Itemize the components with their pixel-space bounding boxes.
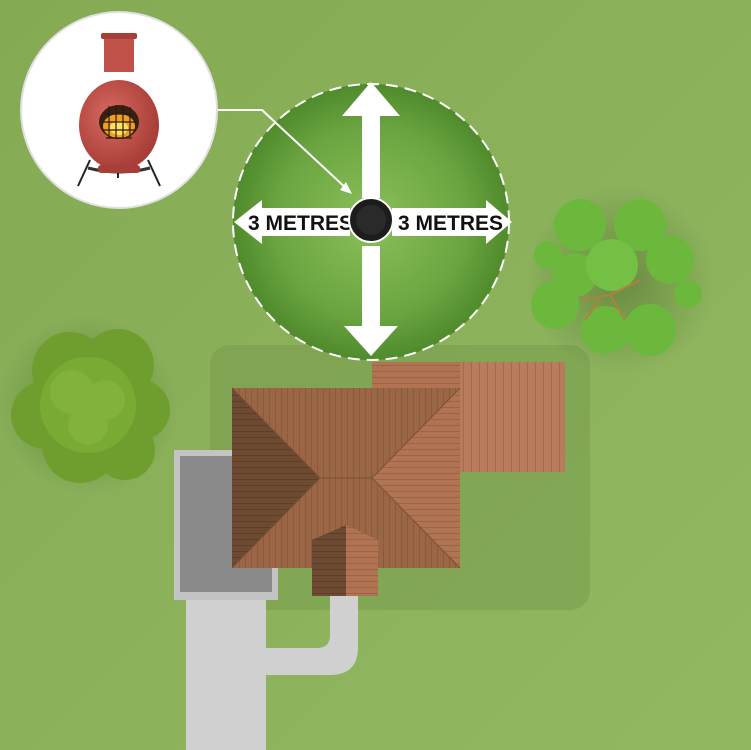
tree: [525, 185, 715, 375]
right-distance-label: 3 METRES: [398, 212, 503, 235]
chiminea-top-view-icon: [348, 197, 394, 243]
driveway: [186, 590, 358, 750]
shrub: [0, 315, 178, 495]
arrow-left-icon: [234, 200, 350, 244]
left-distance-label: 3 METRES: [248, 212, 353, 235]
arrow-right-icon: [392, 200, 512, 244]
callout-pointer: [218, 109, 352, 194]
house-roof: [231, 362, 461, 596]
arrow-down-icon: [344, 246, 398, 356]
chiminea-icon: [77, 33, 161, 187]
arrow-up-icon: [342, 82, 400, 198]
